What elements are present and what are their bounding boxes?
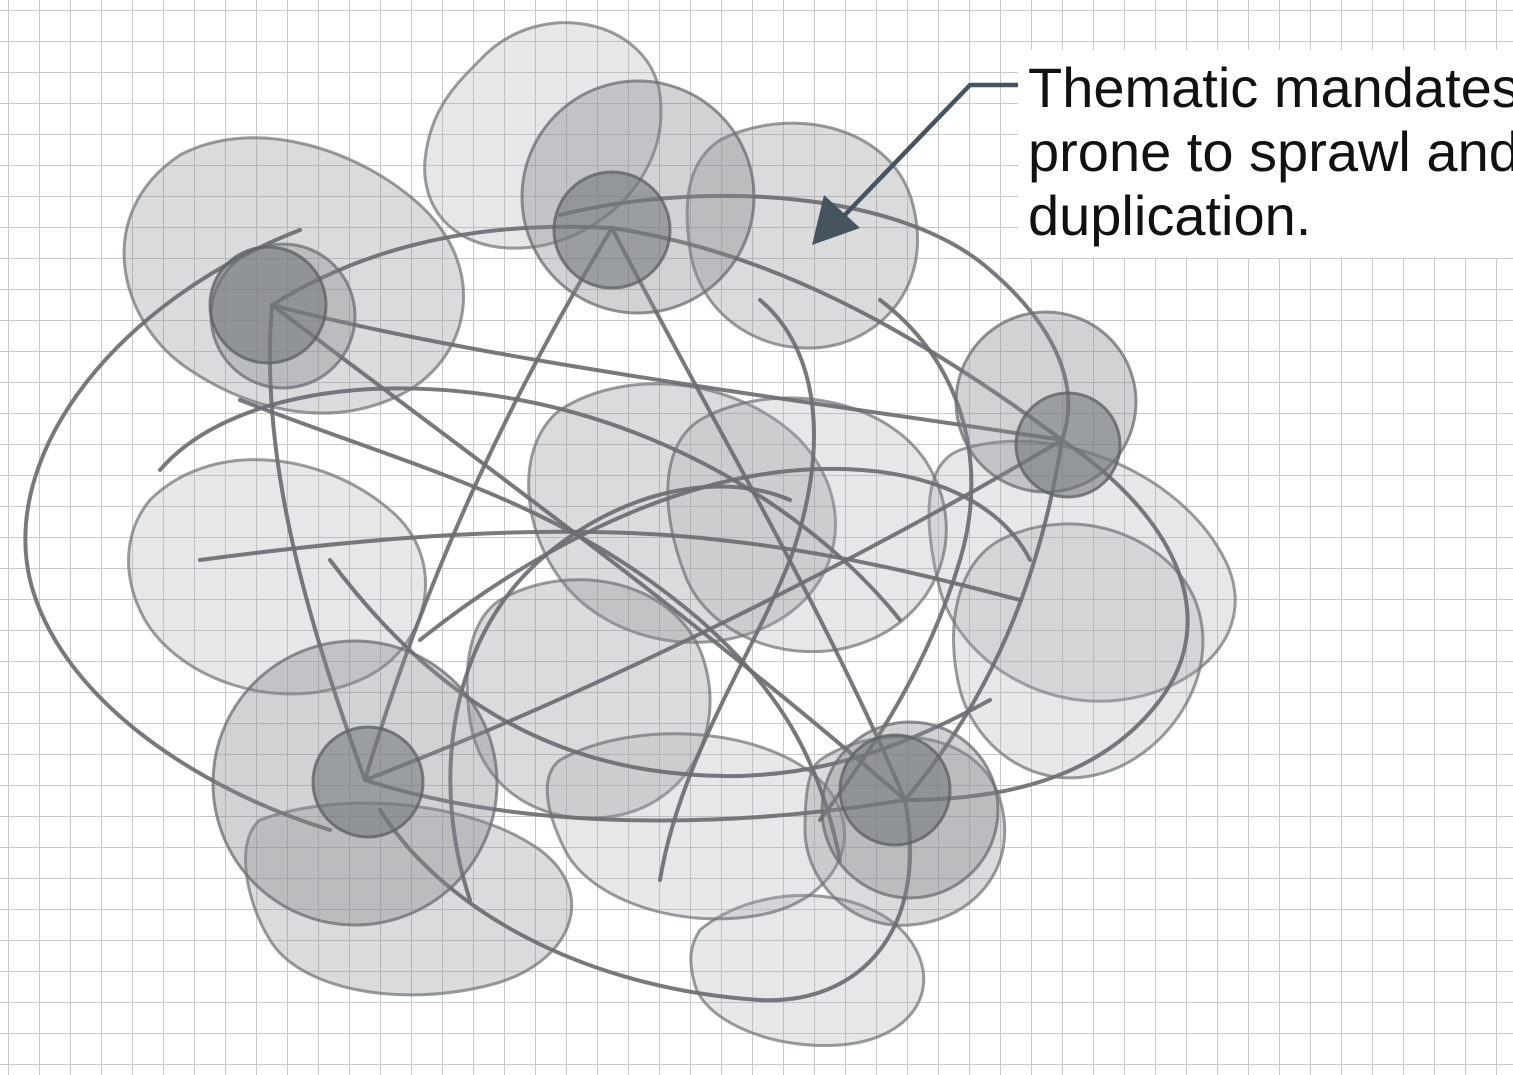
pointer-arrow-head xyxy=(812,195,860,245)
blob-southwest xyxy=(244,801,574,997)
node-east-core xyxy=(1014,391,1122,499)
link-inner-swirl-8 xyxy=(238,398,842,862)
blob-south xyxy=(689,893,926,1048)
link-inner-swirl-4 xyxy=(448,484,792,902)
node-southwest-core xyxy=(311,725,425,839)
blob-far-right xyxy=(951,522,1205,780)
blob-center-right xyxy=(666,396,948,654)
link-layer xyxy=(23,193,1190,1003)
link-top-to-east xyxy=(610,226,1064,442)
pointer-arrow-line xyxy=(839,82,1020,221)
link-nw-to-east xyxy=(270,303,1064,442)
blob-top-right xyxy=(685,121,920,350)
link-inner-swirl-3 xyxy=(418,467,1032,642)
annotation-callout: Thematic mandates prone to sprawl and du… xyxy=(1018,50,1513,258)
pointer-arrow xyxy=(812,82,1020,245)
blob-south-center xyxy=(545,732,846,921)
link-outer-loop-bottom xyxy=(378,798,912,1003)
link-inner-swirl-1 xyxy=(198,529,1022,602)
link-outer-loop-top xyxy=(558,193,1071,442)
node-northwest-core xyxy=(208,245,328,365)
blob-west xyxy=(127,458,427,696)
blob-center xyxy=(527,382,837,644)
node-southwest xyxy=(211,639,499,927)
node-southeast xyxy=(820,720,1000,900)
node-southeast-core xyxy=(838,733,952,847)
node-layer xyxy=(208,79,1138,927)
blob-layer xyxy=(122,21,1237,1048)
annotation-line-1: Thematic mandates xyxy=(1028,56,1513,119)
node-east xyxy=(954,310,1138,499)
link-nw-to-southwest xyxy=(267,303,367,782)
node-top-core xyxy=(552,170,672,290)
annotation-line-2: prone to sprawl and xyxy=(1028,120,1513,183)
link-inner-swirl-2 xyxy=(158,386,902,622)
node-northwest xyxy=(208,242,357,390)
node-top xyxy=(520,79,756,315)
link-top-to-southeast xyxy=(610,226,907,802)
link-outer-loop-left xyxy=(23,228,332,832)
annotation-line-3: duplication. xyxy=(1028,184,1312,247)
